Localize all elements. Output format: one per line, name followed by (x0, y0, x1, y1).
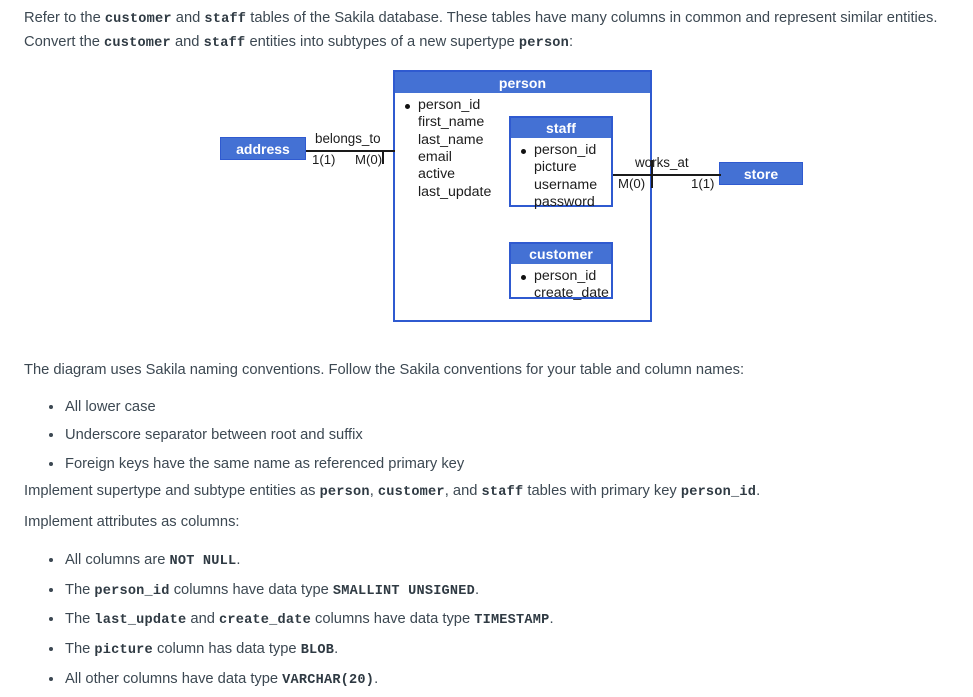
entity-person-attributes: person_id first_name last_name email act… (395, 93, 650, 206)
cardinality-works_at-left: M(0) (618, 176, 646, 191)
attribute-person-last_name: last_name (418, 131, 484, 148)
entity-staff: staff person_id picture username passwor… (509, 116, 613, 210)
attribute-person-email: email (418, 148, 452, 165)
conventions-list: All lower case Underscore separator betw… (24, 396, 464, 481)
er-diagram: person person_id first_name last_name em… (0, 0, 973, 345)
conventions-intro: The diagram uses Sakila naming conventio… (24, 362, 745, 378)
attribute-person-active: active (418, 166, 456, 183)
relationship-label-works_at: works_at (635, 155, 689, 170)
attribute-rules-list: All columns are NOT NULL. The person_id … (24, 549, 554, 697)
intro-rich-text: Refer to the customer and staff tables o… (24, 10, 938, 51)
entity-staff-title: staff (511, 118, 611, 138)
list-item: Foreign keys have the same name as refer… (24, 453, 464, 475)
relationship-tick-works_at-left-lower (651, 174, 653, 188)
attribute-customer-person_id: person_id (521, 268, 611, 285)
relationship-line-works_at (613, 174, 721, 176)
attribute-staff-picture: picture (534, 159, 577, 176)
attribute-person-last_update: last_update (418, 183, 492, 200)
list-item: The person_id columns have data type SMA… (24, 579, 554, 603)
attribute-customer-create_date: create_date (534, 285, 609, 302)
attribute-person-person_id: person_id (405, 97, 650, 114)
entity-customer-attributes: person_id create_date (511, 264, 611, 308)
intro-paragraph: Refer to the customer and staff tables o… (24, 7, 952, 54)
entity-person-title: person (395, 72, 650, 93)
entity-address-title: address (236, 140, 290, 157)
entity-store-title: store (743, 165, 779, 182)
list-item: The last_update and create_date columns … (24, 608, 554, 632)
entity-address: address (220, 137, 306, 160)
entity-customer-title: customer (511, 244, 611, 264)
relationship-tick-works_at-left (651, 160, 653, 174)
relationship-tick-belongs_to-right (382, 150, 384, 164)
list-item: Underscore separator between root and su… (24, 424, 464, 446)
entity-customer: customer person_id create_date (509, 242, 613, 301)
list-item: All lower case (24, 396, 464, 418)
attribute-staff-person_id: person_id (521, 142, 611, 159)
attribute-person-first_name: first_name (418, 114, 485, 131)
attributes-intro: Implement attributes as columns: (24, 514, 240, 530)
relationship-line-belongs_to (306, 150, 395, 152)
implement-entities-rich-text: Implement supertype and subtype entities… (24, 483, 761, 500)
entity-store: store (719, 162, 803, 185)
list-item: All other columns have data type VARCHAR… (24, 668, 554, 692)
list-item: All columns are NOT NULL. (24, 549, 554, 573)
cardinality-works_at-right: 1(1) (691, 176, 715, 191)
cardinality-belongs_to-left: 1(1) (312, 152, 336, 167)
attribute-staff-password: password (534, 193, 595, 210)
entity-staff-attributes: person_id picture username password (511, 138, 611, 216)
list-item: The picture column has data type BLOB. (24, 638, 554, 662)
implement-entities-paragraph: Implement supertype and subtype entities… (24, 480, 952, 504)
attribute-staff-username: username (534, 176, 598, 193)
cardinality-belongs_to-right: M(0) (355, 152, 383, 167)
relationship-label-belongs_to: belongs_to (315, 131, 381, 146)
